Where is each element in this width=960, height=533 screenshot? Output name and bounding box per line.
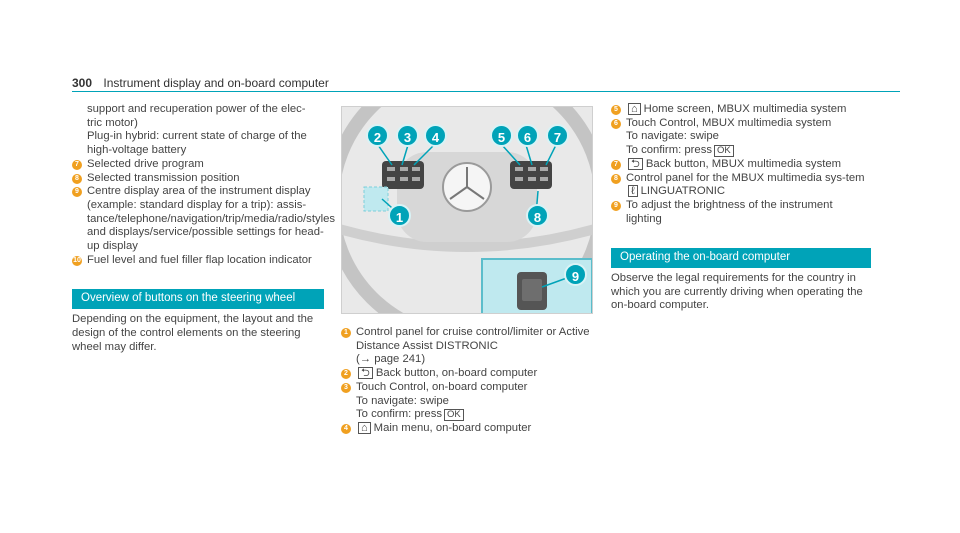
column-right: 5 ⌂Home screen, MBUX multimedia system 6… xyxy=(611,103,871,313)
item-6-text: Touch Control, MBUX multimedia system xyxy=(626,116,832,129)
item-number: 9 xyxy=(611,200,621,211)
item-8-text: Control panel for the MBUX multimedia sy… xyxy=(626,171,865,184)
page-reference: (→ page 241) xyxy=(356,353,426,366)
item-number: 7 xyxy=(611,159,621,170)
ok-key-icon: OK xyxy=(714,145,734,158)
linguatronic-label: LINGUATRONIC xyxy=(640,185,726,198)
intro-line: support and recuperation power of the el… xyxy=(87,103,306,115)
callout-1: 1 xyxy=(388,204,411,227)
list-item: 8 Selected transmission position xyxy=(72,172,324,186)
back-icon: ⮌ xyxy=(358,367,373,380)
section-body: Depending on the equipment, the layout a… xyxy=(72,313,314,353)
item-number: 7 xyxy=(72,159,82,170)
page-title: Instrument display and on-board computer xyxy=(103,76,329,90)
list-item: 1 Control panel for cruise control/limit… xyxy=(341,326,593,367)
item-5-text: Home screen, MBUX multimedia system xyxy=(643,103,847,115)
list-item: 9 Centre display area of the instrument d… xyxy=(72,185,335,254)
page-header: 300 Instrument display and on-board comp… xyxy=(72,76,329,90)
back-icon: ⮌ xyxy=(628,157,643,170)
callout-2: 2 xyxy=(366,124,389,147)
confirm-instruction: To confirm: press xyxy=(626,144,713,157)
intro-text: support and recuperation power of the el… xyxy=(87,103,324,158)
intro-line: Plug-in hybrid: current state of charge … xyxy=(87,130,307,143)
item-number: 8 xyxy=(72,173,82,184)
callout-9: 9 xyxy=(564,263,587,286)
list-item: 7 Selected drive program xyxy=(72,158,324,172)
item-text: ⮌Back button, on-board computer xyxy=(356,367,537,381)
voice-control-icon: ℓ xyxy=(628,185,638,198)
callout-5: 5 xyxy=(490,124,513,147)
section-heading: Overview of buttons on the steering whee… xyxy=(72,289,324,310)
section-body: Observe the legal requirements for the c… xyxy=(611,272,863,312)
ok-key-icon: OK xyxy=(444,409,464,422)
item-3-text: Touch Control, on-board computer xyxy=(356,380,528,393)
list-item: 8 Control panel for the MBUX multimedia … xyxy=(611,172,871,199)
column-left: support and recuperation power of the el… xyxy=(72,103,335,354)
item-text: ⮌Back button, MBUX multimedia system xyxy=(626,157,842,172)
item-text: Centre display area of the instrument di… xyxy=(87,185,336,253)
item-number: 9 xyxy=(72,187,82,198)
item-1-text: Control panel for cruise control/limiter… xyxy=(356,326,590,352)
intro-line: high-voltage battery xyxy=(87,144,187,157)
item-text: Control panel for the MBUX multimedia sy… xyxy=(626,172,865,199)
item-number: 2 xyxy=(341,369,351,380)
item-text: ⌂Home screen, MBUX multimedia system xyxy=(626,103,846,117)
item-number: 10 xyxy=(72,255,82,266)
list-item: 10 Fuel level and fuel filler flap locati… xyxy=(72,254,324,268)
callout-6: 6 xyxy=(516,124,539,147)
callout-7: 7 xyxy=(546,124,569,147)
item-text: ⌂Main menu, on-board computer xyxy=(356,421,532,436)
item-number: 4 xyxy=(341,423,351,434)
item-7-text: Back button, MBUX multimedia system xyxy=(645,157,842,170)
list-item: 2 ⮌Back button, on-board computer xyxy=(341,367,593,381)
item-text: Selected transmission position xyxy=(87,171,240,184)
section-heading: Operating the on-board computer xyxy=(611,248,871,269)
list-item: 4 ⌂Main menu, on-board computer xyxy=(341,421,593,436)
list-item: 5 ⌂Home screen, MBUX multimedia system xyxy=(611,103,871,117)
item-text: Selected drive program xyxy=(87,157,204,170)
list-item: 7 ⮌Back button, MBUX multimedia system xyxy=(611,157,871,172)
item-text: Control panel for cruise control/limiter… xyxy=(356,326,593,367)
item-text: Fuel level and fuel filler flap location… xyxy=(87,253,312,266)
list-item: 9 To adjust the brightness of the instru… xyxy=(611,199,871,226)
header-rule xyxy=(72,91,900,92)
column-middle: 1 Control panel for cruise control/limit… xyxy=(341,326,593,436)
home-icon: ⌂ xyxy=(358,421,371,434)
navigate-instruction: To navigate: swipe xyxy=(626,130,719,143)
callout-4: 4 xyxy=(424,124,447,147)
item-number: 8 xyxy=(611,173,621,184)
item-number: 5 xyxy=(611,105,621,115)
item-number: 1 xyxy=(341,328,351,338)
item-9-text: To adjust the brightness of the instrume… xyxy=(626,198,833,225)
callout-3: 3 xyxy=(396,124,419,147)
item-2-text: Back button, on-board computer xyxy=(375,367,538,380)
item-number: 3 xyxy=(341,382,351,393)
page-number: 300 xyxy=(72,76,93,90)
item-4-text: Main menu, on-board computer xyxy=(373,421,532,434)
callout-8: 8 xyxy=(526,204,549,227)
confirm-instruction: To confirm: press xyxy=(356,408,443,421)
item-number: 6 xyxy=(611,118,621,129)
home-icon: ⌂ xyxy=(628,103,641,115)
intro-line: tric motor) xyxy=(87,116,138,129)
steering-wheel-figure: 2 3 4 5 6 7 1 8 9 xyxy=(341,106,593,314)
navigate-instruction: To navigate: swipe xyxy=(356,394,449,407)
